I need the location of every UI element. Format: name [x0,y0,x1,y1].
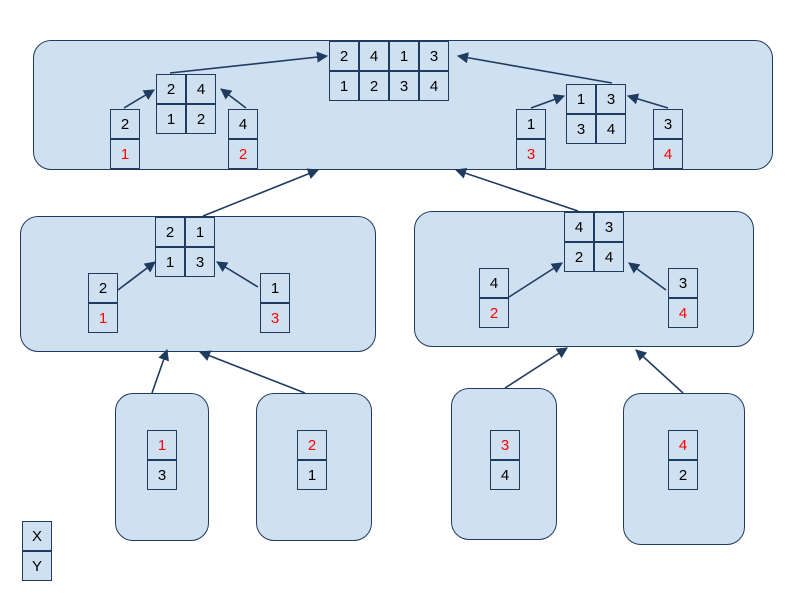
final-r2c3: 3 [389,71,419,101]
final-r2c1: 1 [329,71,359,101]
top-right-merged-r1c2: 3 [596,84,626,114]
legend-x: X [22,521,52,551]
arrow-leaf4-to-right-group [635,349,684,394]
top-right-merged-r1c1: 1 [566,84,596,114]
final-r2c4: 4 [419,71,449,101]
right-in-b-value: 3 [668,268,698,298]
right-merged-r1c1: 4 [564,212,594,242]
right-in-b-key: 4 [668,298,698,328]
right-in-a-key: 2 [479,298,509,328]
arrow-right-group-to-top [454,167,579,212]
arrow-leaf2-to-left-group [198,350,306,394]
leaf3-value: 4 [490,460,520,490]
left-merged-r1c2: 1 [185,217,215,247]
top-in-a-key: 1 [110,139,140,169]
final-r1c3: 1 [389,41,419,71]
top-left-merged-r1c2: 4 [186,74,216,104]
top-in-b-value: 4 [228,109,258,139]
top-right-merged-r2c1: 3 [566,114,596,144]
top-left-merged-r2c1: 1 [156,104,186,134]
final-r1c1: 2 [329,41,359,71]
right-in-a-value: 4 [479,268,509,298]
legend-y: Y [22,551,52,581]
top-in-c-value: 1 [516,109,546,139]
leaf1-key: 1 [147,430,177,460]
left-merged-r1c1: 2 [155,217,185,247]
final-r1c2: 4 [359,41,389,71]
left-in-b-value: 1 [260,273,290,303]
final-r1c4: 3 [419,41,449,71]
left-in-b-key: 3 [260,303,290,333]
top-left-merged-r1c1: 2 [156,74,186,104]
leaf4-value: 2 [668,460,698,490]
left-merged-r2c2: 3 [185,247,215,277]
arrow-left-group-to-top [202,168,320,217]
left-in-a-key: 1 [88,303,118,333]
top-in-d-key: 4 [653,139,683,169]
top-in-b-key: 2 [228,139,258,169]
arrow-leaf1-to-left-group [151,348,169,394]
left-merged-r2c1: 1 [155,247,185,277]
leaf2-value: 1 [297,460,327,490]
leaf4-key: 4 [668,430,698,460]
right-merged-r2c1: 2 [564,242,594,272]
arrow-leaf3-to-right-group [504,347,568,389]
left-in-a-value: 2 [88,273,118,303]
final-r2c2: 2 [359,71,389,101]
leaf2-key: 2 [297,430,327,460]
top-in-c-key: 3 [516,139,546,169]
top-right-merged-r2c2: 4 [596,114,626,144]
right-merged-r2c2: 4 [594,242,624,272]
leaf3-key: 3 [490,430,520,460]
top-left-merged-r2c2: 2 [186,104,216,134]
right-merged-r1c2: 3 [594,212,624,242]
leaf1-value: 3 [147,460,177,490]
top-in-a-value: 2 [110,109,140,139]
top-in-d-value: 3 [653,109,683,139]
